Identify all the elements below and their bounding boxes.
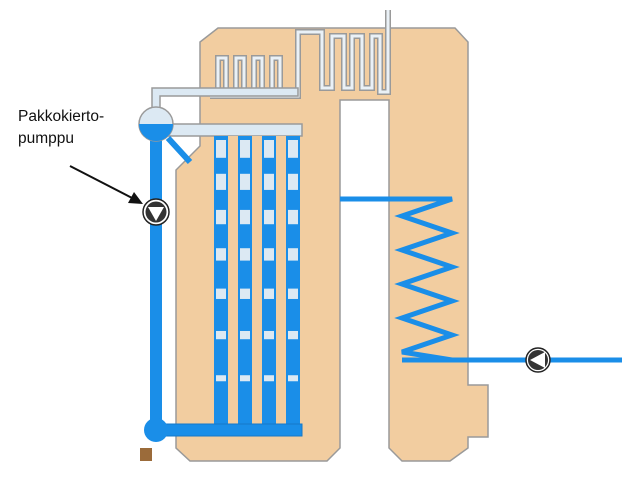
steam-drum-water (139, 124, 173, 141)
steam-bubble (216, 140, 226, 158)
steam-bubble (264, 330, 274, 340)
steam-bubble (216, 330, 226, 340)
steam-bubble (264, 288, 274, 299)
evaporator-tube (238, 136, 252, 424)
arrow-icon (69, 165, 143, 204)
evaporator-tube (286, 136, 300, 424)
lower-header (157, 423, 303, 437)
steam-bubble (264, 140, 274, 158)
evaporator-tubes (214, 136, 300, 424)
steam-bubble (240, 375, 250, 382)
steam-bubble (240, 288, 250, 299)
tube-spacing (252, 136, 262, 424)
economizer-coil (340, 196, 460, 363)
steam-bubble (216, 209, 226, 225)
steam-bubble (288, 173, 298, 190)
riser-link (165, 135, 193, 165)
steam-bubble (288, 248, 298, 261)
steam-bubble (240, 330, 250, 340)
pump-icon (525, 347, 551, 373)
callout-line-1: Pakkokierto- (18, 108, 105, 125)
steam-bubble (264, 209, 274, 225)
pump-icon (142, 198, 170, 226)
steam-bubble (216, 288, 226, 299)
callout-line-2: pumppu (18, 130, 75, 147)
steam-bubble (288, 288, 298, 299)
evaporator-tube (214, 136, 228, 424)
steam-bubble (216, 248, 226, 261)
steam-bubble (216, 375, 226, 382)
steam-bubble (288, 209, 298, 225)
steam-bubble (288, 140, 298, 158)
upper-header (159, 123, 303, 137)
steam-bubble (264, 248, 274, 261)
steam-bubble (288, 330, 298, 340)
tube-spacing (276, 136, 286, 424)
steam-bubble (264, 173, 274, 190)
lower-drum (144, 418, 168, 442)
steam-bubble (240, 140, 250, 158)
steam-bubble (240, 173, 250, 190)
steam-bubble (216, 173, 226, 190)
steam-bubble (288, 375, 298, 382)
tube-spacing (228, 136, 238, 424)
pump-callout-label: Pakkokierto- pumppu (18, 106, 104, 150)
ground-block (140, 448, 152, 461)
steam-bubble (240, 209, 250, 225)
steam-bubble (240, 248, 250, 261)
downcomer-pipe (150, 132, 162, 432)
steam-bubble (264, 375, 274, 382)
evaporator-tube (262, 136, 276, 424)
